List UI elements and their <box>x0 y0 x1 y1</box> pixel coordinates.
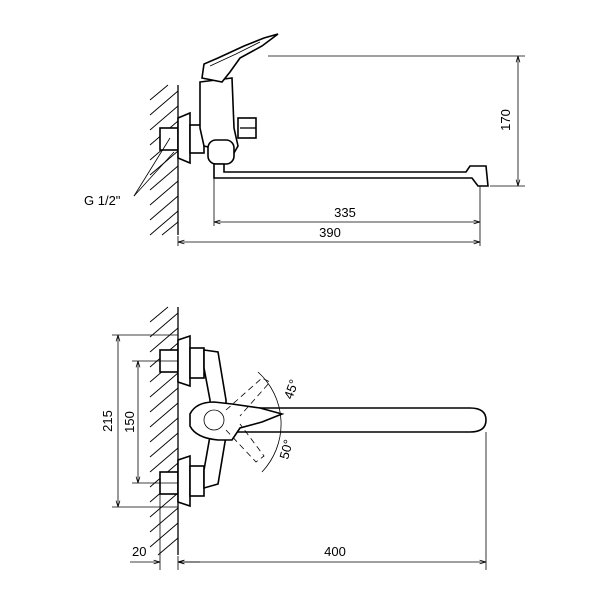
eccentric-nut <box>177 111 191 165</box>
rotation-arc <box>257 371 282 473</box>
inlet-spacing-dim: 150 <box>122 411 137 433</box>
handle-position-down <box>225 423 265 463</box>
top-spout <box>229 407 487 433</box>
angle-up-label: 45° <box>281 377 302 401</box>
wall-hatch-top <box>149 84 179 236</box>
angle-down-label: 50° <box>276 438 296 461</box>
lever-handle <box>201 33 279 83</box>
side-view: 170 335 390 G 1/2" <box>84 33 525 246</box>
upper-eccentric-nut <box>177 334 191 388</box>
lower-union-nut <box>189 465 205 497</box>
upper-union-nut <box>189 347 205 379</box>
wall-offset-dim: 20 <box>132 544 146 559</box>
top-view: 45° 50° 215 150 20 400 <box>100 306 487 570</box>
top-height-dim: 215 <box>100 410 115 432</box>
handle-position-up <box>225 377 271 417</box>
thread-label: G 1/2" <box>84 193 121 208</box>
lower-eccentric-nut <box>177 454 191 508</box>
spout-dim: 335 <box>334 205 356 220</box>
total-length-dim: 390 <box>319 225 341 240</box>
spout-reach-dim: 400 <box>324 544 346 559</box>
side-height-dim: 170 <box>498 109 513 131</box>
spout <box>213 163 489 187</box>
spout-connector <box>207 139 235 165</box>
wall-hatch-bottom <box>149 306 179 556</box>
top-lever-handle <box>189 401 285 441</box>
